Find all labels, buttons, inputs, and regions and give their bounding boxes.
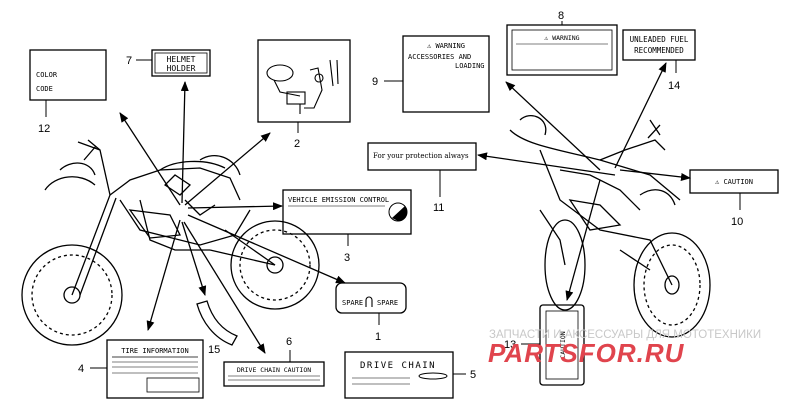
- label-text: DRIVE CHAIN: [360, 361, 436, 371]
- callout-number: 14: [668, 80, 680, 92]
- callout-number: 1: [375, 331, 381, 343]
- motorcycle-left-illustration: [21, 139, 320, 346]
- label-text: ⚠ WARNING: [543, 34, 579, 42]
- label-text: SPARE: [342, 299, 363, 307]
- label-text: TIRE INFORMATION: [121, 347, 188, 355]
- label-text: DRIVE CHAIN CAUTION: [237, 366, 311, 374]
- label-part-5-drive-chain: DRIVE CHAIN 5: [344, 351, 476, 399]
- label-text: HELMET: [167, 55, 196, 64]
- label-part-13-caution-vertical: CAUTION 13: [504, 304, 585, 386]
- callout-number: 5: [470, 369, 476, 381]
- label-part-4-tire-information: TIRE INFORMATION 4: [78, 339, 204, 399]
- callout-number: 10: [731, 216, 743, 228]
- label-text: CODE: [36, 85, 53, 93]
- label-text: UNLEADED FUEL: [630, 35, 689, 44]
- label-part-14-unleaded-fuel: UNLEADED FUEL RECOMMENDED 14: [622, 29, 696, 92]
- label-part-6-drive-chain-caution: DRIVE CHAIN CAUTION 6: [223, 336, 325, 387]
- callout-number: 4: [78, 363, 84, 375]
- label-part-7-helmet-holder: HELMET HOLDER 7: [126, 49, 211, 77]
- label-text: ⚠ WARNING: [427, 42, 465, 50]
- label-part-9-warning-accessories: ⚠ WARNING ACCESSORIES AND LOADING 9: [372, 35, 490, 113]
- callout-number: 11: [433, 202, 444, 214]
- label-part-3-emission-control: VEHICLE EMISSION CONTROL 3: [282, 189, 412, 264]
- leader-arrows: [119, 62, 691, 354]
- label-part-1-spare-fuse: SPARE SPARE 1: [335, 282, 407, 343]
- label-part-10-caution: ⚠ CAUTION 10: [689, 169, 779, 228]
- callout-number: 12: [38, 123, 50, 135]
- label-text: LOADING: [455, 62, 485, 70]
- label-text: ⚠ CAUTION: [715, 178, 753, 186]
- label-part-12-color-code: COLOR CODE 12: [29, 49, 107, 135]
- label-text: VEHICLE EMISSION CONTROL: [288, 196, 389, 204]
- label-part-11-protection: For your protection always 11: [367, 142, 477, 214]
- label-text: For your protection always: [373, 152, 469, 160]
- callout-number: 7: [126, 55, 132, 67]
- watermark: ЗАПЧАСТИ И АКСЕССУАРЫ ДЛЯ МОТОТЕХНИКИ PA…: [488, 329, 761, 368]
- label-text: RECOMMENDED: [634, 46, 684, 55]
- callout-number: 9: [372, 76, 378, 88]
- label-text: HOLDER: [167, 64, 196, 73]
- callout-number: 8: [558, 10, 564, 22]
- callout-number: 6: [286, 336, 292, 348]
- label-text: SPARE: [377, 299, 398, 307]
- label-part-15-strip: 15: [196, 300, 238, 356]
- label-text: CAUTION: [559, 331, 567, 358]
- label-part-8-warning: ⚠ WARNING 8: [506, 10, 618, 76]
- label-text: COLOR: [36, 71, 58, 79]
- watermark-brand: PARTSFOR.RU: [488, 338, 685, 368]
- callout-number: 13: [504, 339, 516, 351]
- callout-number: 15: [208, 344, 220, 356]
- callout-number: 3: [344, 252, 350, 264]
- label-part-2-bracket-assembly: 2: [257, 39, 351, 150]
- watermark-tagline: ЗАПЧАСТИ И АКСЕССУАРЫ ДЛЯ МОТОТЕХНИКИ: [489, 329, 761, 341]
- callout-number: 2: [294, 138, 300, 150]
- motorcycle-right-illustration: [509, 115, 711, 338]
- label-text: ACCESSORIES AND: [408, 53, 471, 61]
